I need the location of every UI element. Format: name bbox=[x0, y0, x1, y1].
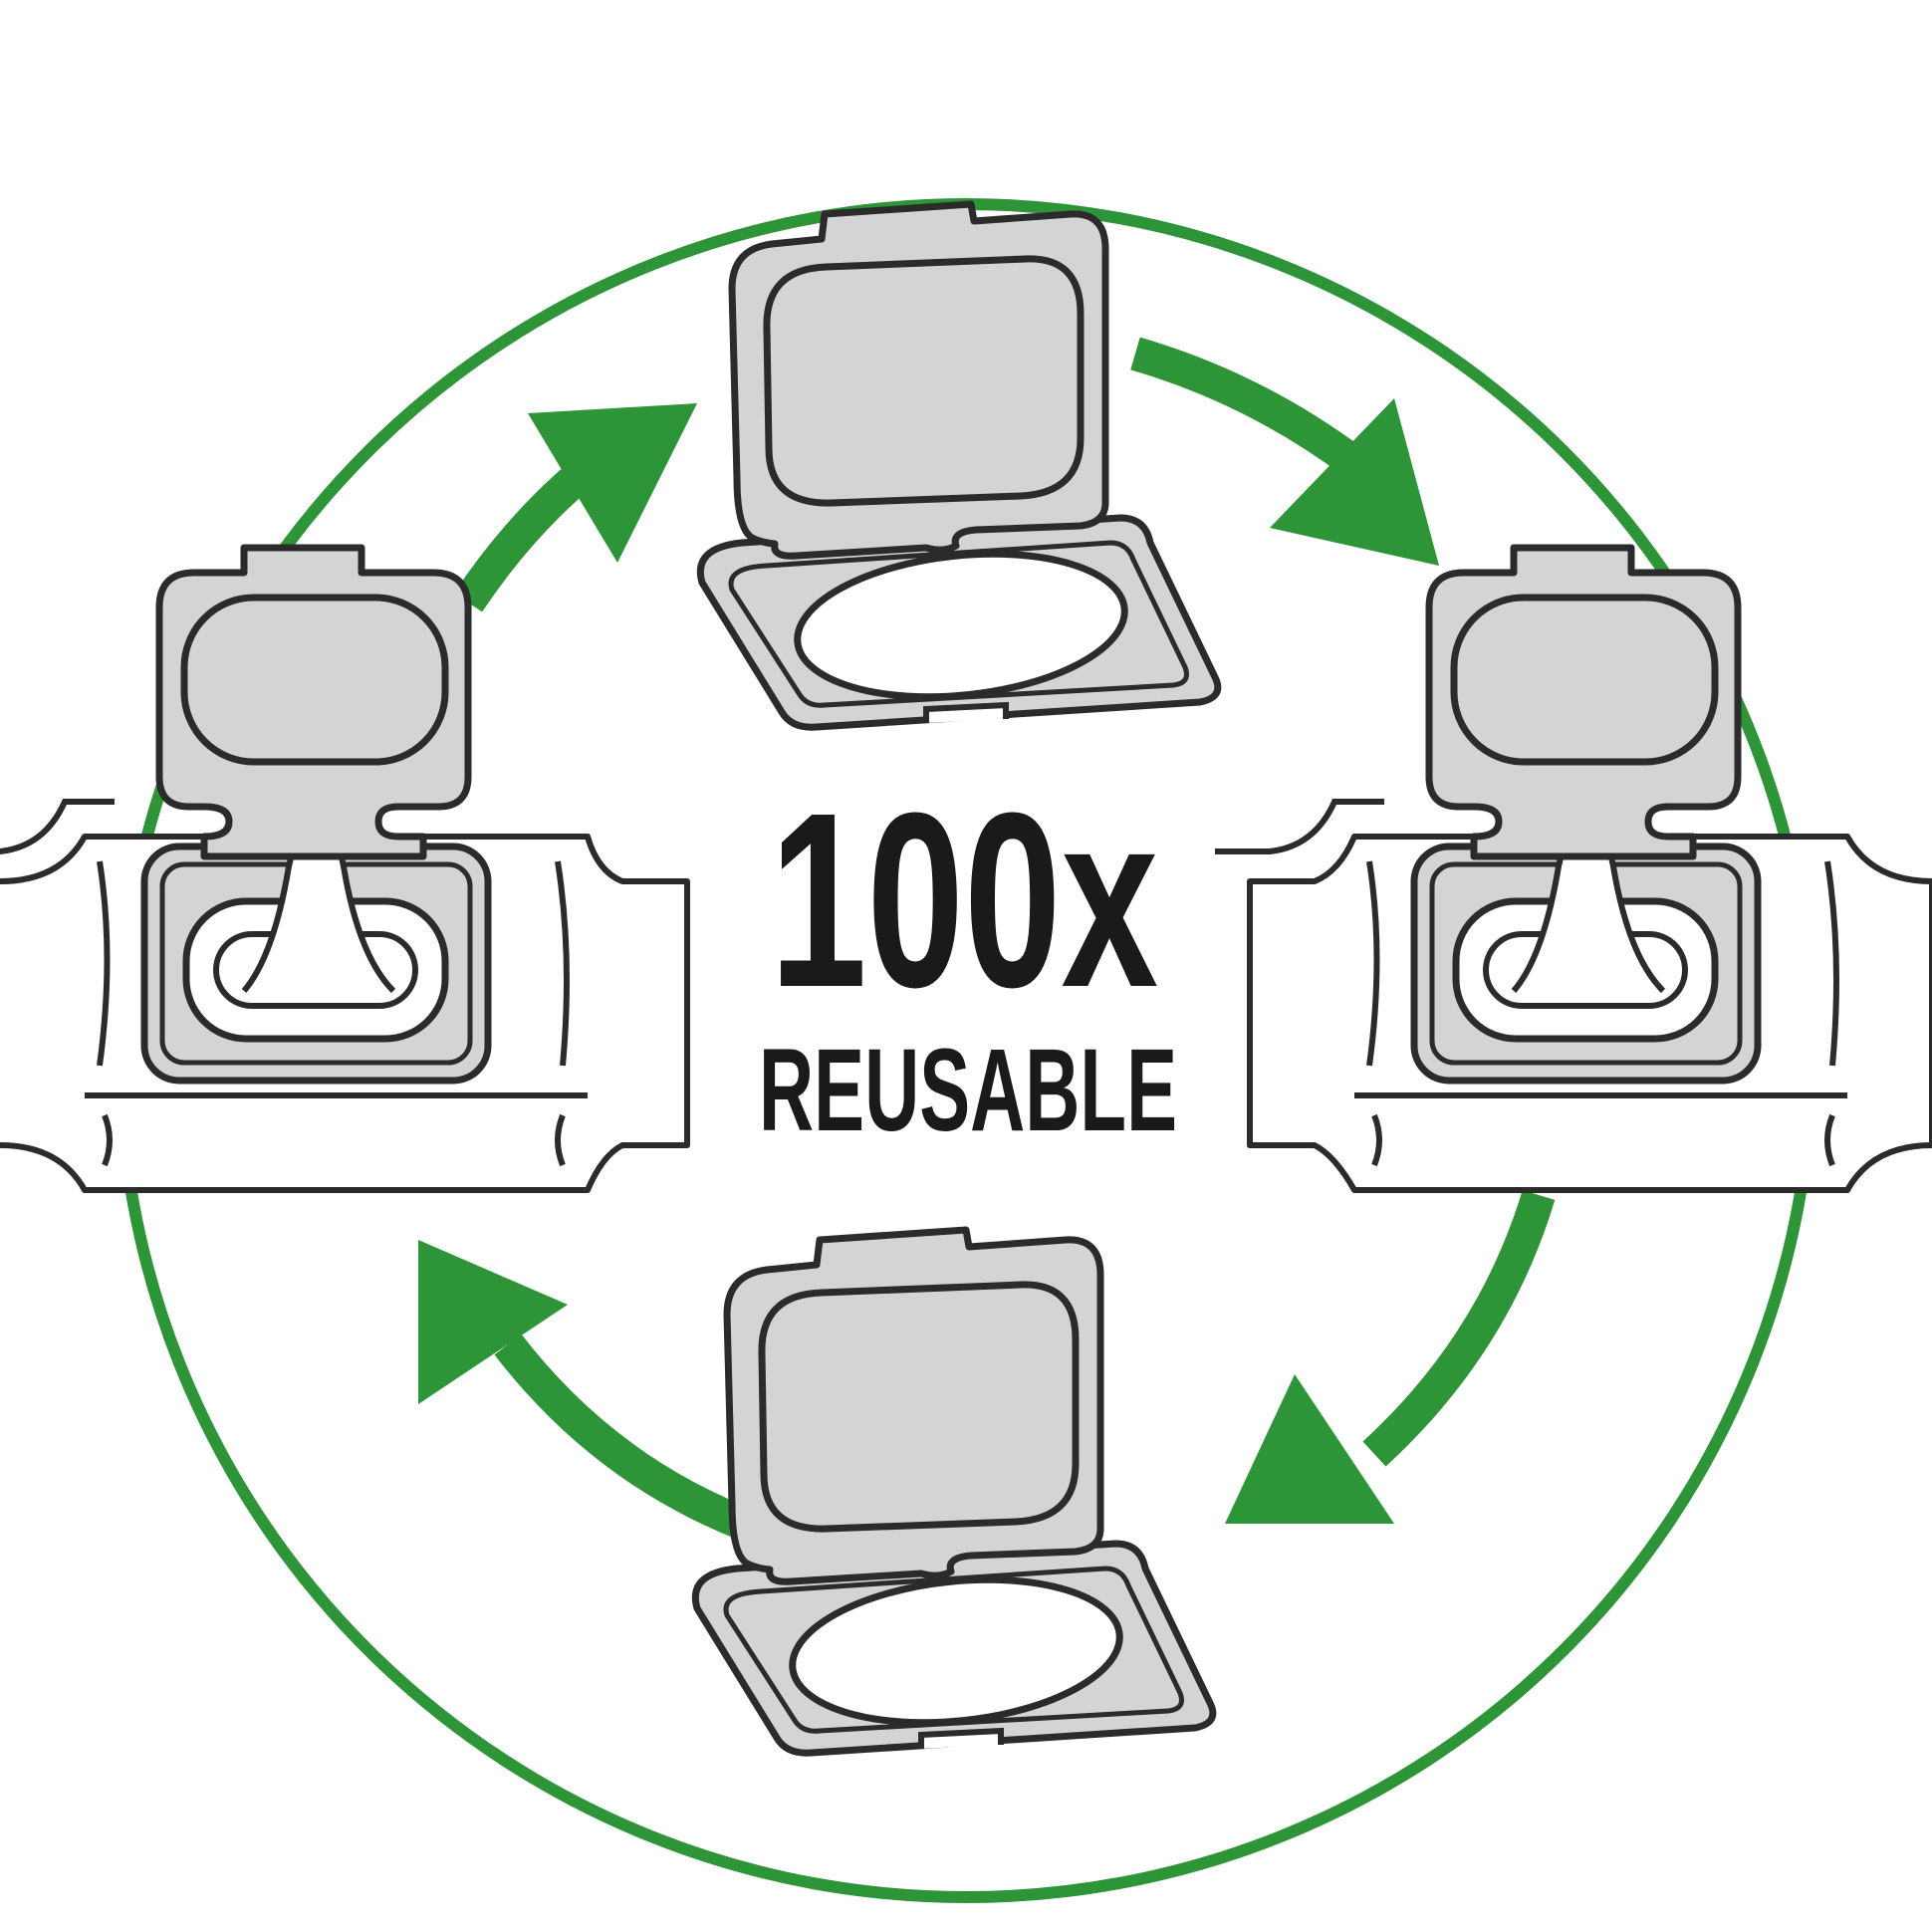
headline-label: REUSABLE bbox=[759, 1025, 1177, 1156]
pack-closed-left bbox=[0, 548, 690, 1205]
headline-multiplier: 100x bbox=[770, 761, 1158, 1039]
arrow-left-to-top bbox=[453, 403, 697, 612]
arrow-top-to-right bbox=[1130, 337, 1439, 566]
lid-open-bottom bbox=[695, 1230, 1213, 1753]
arrow-bottom-to-left bbox=[418, 1240, 763, 1545]
arrow-right-to-bottom bbox=[1225, 1190, 1556, 1524]
pack-closed-right bbox=[1215, 548, 1932, 1205]
lid-open-top bbox=[700, 204, 1218, 727]
